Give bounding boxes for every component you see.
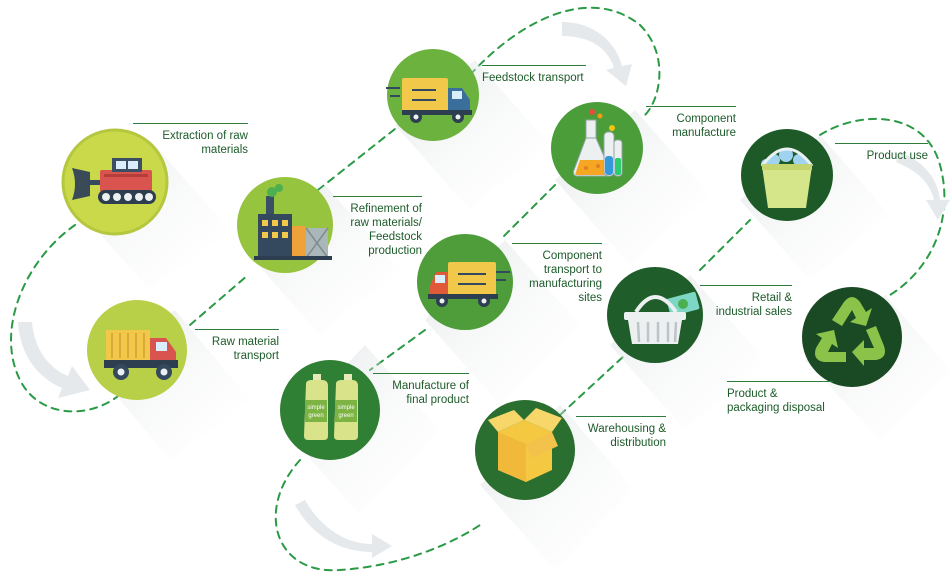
label-raw-transport-line-1: Raw material <box>211 336 279 348</box>
stage-component-manufacture <box>551 102 643 194</box>
bottle-label-left: simple <box>307 405 325 411</box>
label-extraction: Extraction of raw materials <box>133 123 248 157</box>
stage-warehousing <box>475 400 575 500</box>
label-feedstock-transport: Feedstock transport <box>482 65 590 85</box>
bucket-icon <box>760 147 814 208</box>
label-component-manufacture-line-2: manufacture <box>672 127 736 139</box>
label-refinement-line-1: Refinement of <box>350 203 422 215</box>
bulldozer-icon <box>72 158 156 204</box>
label-product-use-line-1: Product use <box>866 150 928 162</box>
dump-truck-icon <box>104 330 178 380</box>
delivery-truck-icon <box>386 78 472 123</box>
label-retail-line-1: Retail & <box>751 292 792 304</box>
label-warehousing-line-1: Warehousing & <box>587 423 666 435</box>
path-refinement-to-feedstock <box>317 124 401 191</box>
label-raw-transport-line-2: transport <box>233 350 279 362</box>
dashed-flow-path <box>10 6 946 572</box>
flow-arrow-left <box>18 322 90 398</box>
label-warehousing-line-2: distribution <box>610 437 666 449</box>
flow-arrow-top <box>562 22 632 86</box>
stage-component-transport <box>417 234 513 330</box>
bottle-label-left-2: green <box>308 413 323 419</box>
label-disposal: Product & packaging disposal <box>727 381 837 415</box>
label-component-transport-line-4: sites <box>578 292 602 304</box>
path-bottles-loop <box>274 459 481 572</box>
label-extraction-line-1: Extraction of raw <box>162 130 248 142</box>
label-refinement: Refinement of raw materials/ Feedstock p… <box>333 196 422 258</box>
flow-arrow-bottom <box>295 500 392 558</box>
label-disposal-line-2: packaging disposal <box>727 402 825 414</box>
path-use-loop <box>819 117 946 296</box>
path-box-to-basket <box>559 354 626 416</box>
label-component-transport-line-2: transport to <box>543 264 602 276</box>
flow-arrows <box>18 22 950 558</box>
label-retail-line-2: industrial sales <box>715 306 792 318</box>
cardboard-box-icon <box>488 408 562 482</box>
path-raw-to-refinement <box>189 274 249 326</box>
label-extraction-line-2: materials <box>201 144 248 156</box>
label-refinement-line-3: Feedstock <box>368 231 422 243</box>
label-refinement-line-2: raw materials/ <box>350 217 422 229</box>
flow-arrow-right <box>896 152 950 220</box>
recycle-icon <box>815 297 885 366</box>
stage-extraction <box>61 128 169 236</box>
stage-final-manufacture: simple green simple green <box>280 360 380 460</box>
shopping-basket-icon <box>624 291 700 344</box>
label-feedstock-transport-line-1: Feedstock transport <box>482 72 584 84</box>
label-component-manufacture: Component manufacture <box>646 106 736 140</box>
path-basket-to-bucket <box>699 219 751 271</box>
stage-retail <box>607 267 703 363</box>
label-warehousing: Warehousing & distribution <box>576 416 666 450</box>
label-final-manufacture-line-2: final product <box>406 394 469 406</box>
factory-icon <box>254 184 332 260</box>
path-feedstock-loop <box>469 6 661 116</box>
stage-product-use <box>741 129 833 221</box>
lab-flask-icon <box>573 109 623 177</box>
label-component-manufacture-line-1: Component <box>676 113 736 125</box>
product-bottles-icon: simple green simple green <box>304 374 358 440</box>
label-component-transport-line-1: Component <box>542 250 602 262</box>
bottle-label-right-2: green <box>338 413 353 419</box>
label-raw-transport: Raw material transport <box>195 329 279 363</box>
bottle-label-right: simple <box>337 405 355 411</box>
label-disposal-line-1: Product & <box>727 388 778 400</box>
path-component-to-transport <box>499 184 556 241</box>
label-refinement-line-4: production <box>368 245 422 257</box>
label-final-manufacture-line-1: Manufacture of <box>392 380 469 392</box>
delivery-truck-icon <box>428 262 510 307</box>
label-retail: Retail & industrial sales <box>700 285 792 319</box>
stage-refinement <box>237 177 333 273</box>
stage-disposal <box>802 287 902 387</box>
label-component-transport-line-3: manufacturing <box>529 278 602 290</box>
path-extraction-loop <box>10 224 126 413</box>
stage-feedstock-transport <box>386 49 479 141</box>
label-final-manufacture: Manufacture of final product <box>373 373 469 407</box>
label-component-transport: Component transport to manufacturing sit… <box>512 243 602 305</box>
label-product-use: Product use <box>835 143 928 163</box>
stage-raw-transport <box>87 300 187 400</box>
